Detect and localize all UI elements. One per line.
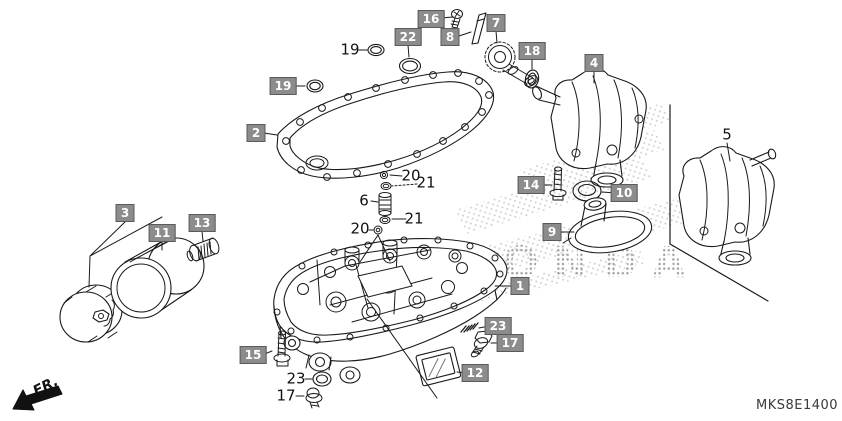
part-label-12[interactable]: 12 <box>461 364 489 382</box>
o-ring-19-left <box>306 79 324 93</box>
o-ring-19-top <box>367 43 385 57</box>
part-label-2[interactable]: 2 <box>246 124 266 142</box>
part-label-6[interactable]: 6 <box>359 191 369 210</box>
drain-plate-12 <box>415 346 462 387</box>
part-label-23-bottom[interactable]: 23 <box>286 369 306 388</box>
part-label-1[interactable]: 1 <box>510 277 530 295</box>
spring-23-right <box>460 322 479 333</box>
fr-direction-indicator: FR. <box>12 374 63 411</box>
part-label-22[interactable]: 22 <box>394 28 422 46</box>
diagram-code: MKS8E1400 <box>756 398 839 413</box>
part-label-20-bottom[interactable]: 20 <box>350 219 370 238</box>
part-label-19-left[interactable]: 19 <box>269 77 297 95</box>
part-label-14[interactable]: 14 <box>517 176 545 194</box>
oil-pump-4 <box>532 68 647 188</box>
part-label-4[interactable]: 4 <box>584 54 604 72</box>
screw-16 <box>450 9 463 29</box>
part-label-18[interactable]: 18 <box>518 42 546 60</box>
part-label-10[interactable]: 10 <box>610 184 638 202</box>
fitting-13 <box>186 237 220 262</box>
part-label-3[interactable]: 3 <box>115 204 135 222</box>
bolt-17-bottom <box>305 387 323 409</box>
part-label-19-top[interactable]: 19 <box>340 40 360 59</box>
part-label-21-bottom[interactable]: 21 <box>404 209 424 228</box>
part-label-23-right[interactable]: 23 <box>484 317 512 335</box>
bolt-14 <box>549 166 567 201</box>
part-label-20-top[interactable]: 20 <box>401 166 421 185</box>
oil-strainer-9 <box>562 197 653 254</box>
part-label-11[interactable]: 11 <box>148 224 176 242</box>
part-label-7[interactable]: 7 <box>486 14 506 32</box>
part-label-8[interactable]: 8 <box>440 28 460 46</box>
washer-18 <box>524 69 540 89</box>
gasket-drawing <box>276 69 495 181</box>
part-label-17-bottom[interactable]: 17 <box>276 386 296 405</box>
part-label-17-right[interactable]: 17 <box>496 334 524 352</box>
pin-8 <box>471 12 487 45</box>
oil-pump-5 <box>678 146 777 266</box>
view-frame-line <box>669 104 769 302</box>
valve-parts-column <box>373 170 392 235</box>
part-label-21-top[interactable]: 21 <box>416 173 436 192</box>
o-ring-23-bottom <box>312 371 332 387</box>
filter-cap-3 <box>59 284 123 343</box>
part-label-15[interactable]: 15 <box>239 346 267 364</box>
bolt-15 <box>273 330 291 367</box>
oil-pan-1 <box>273 236 508 384</box>
part-label-16[interactable]: 16 <box>417 10 445 28</box>
leader-lines <box>88 16 731 399</box>
o-ring-22 <box>398 57 422 75</box>
part-label-13[interactable]: 13 <box>188 214 216 232</box>
part-label-5[interactable]: 5 <box>722 125 732 144</box>
fr-arrow-icon <box>12 385 63 411</box>
part-label-9[interactable]: 9 <box>542 223 562 241</box>
